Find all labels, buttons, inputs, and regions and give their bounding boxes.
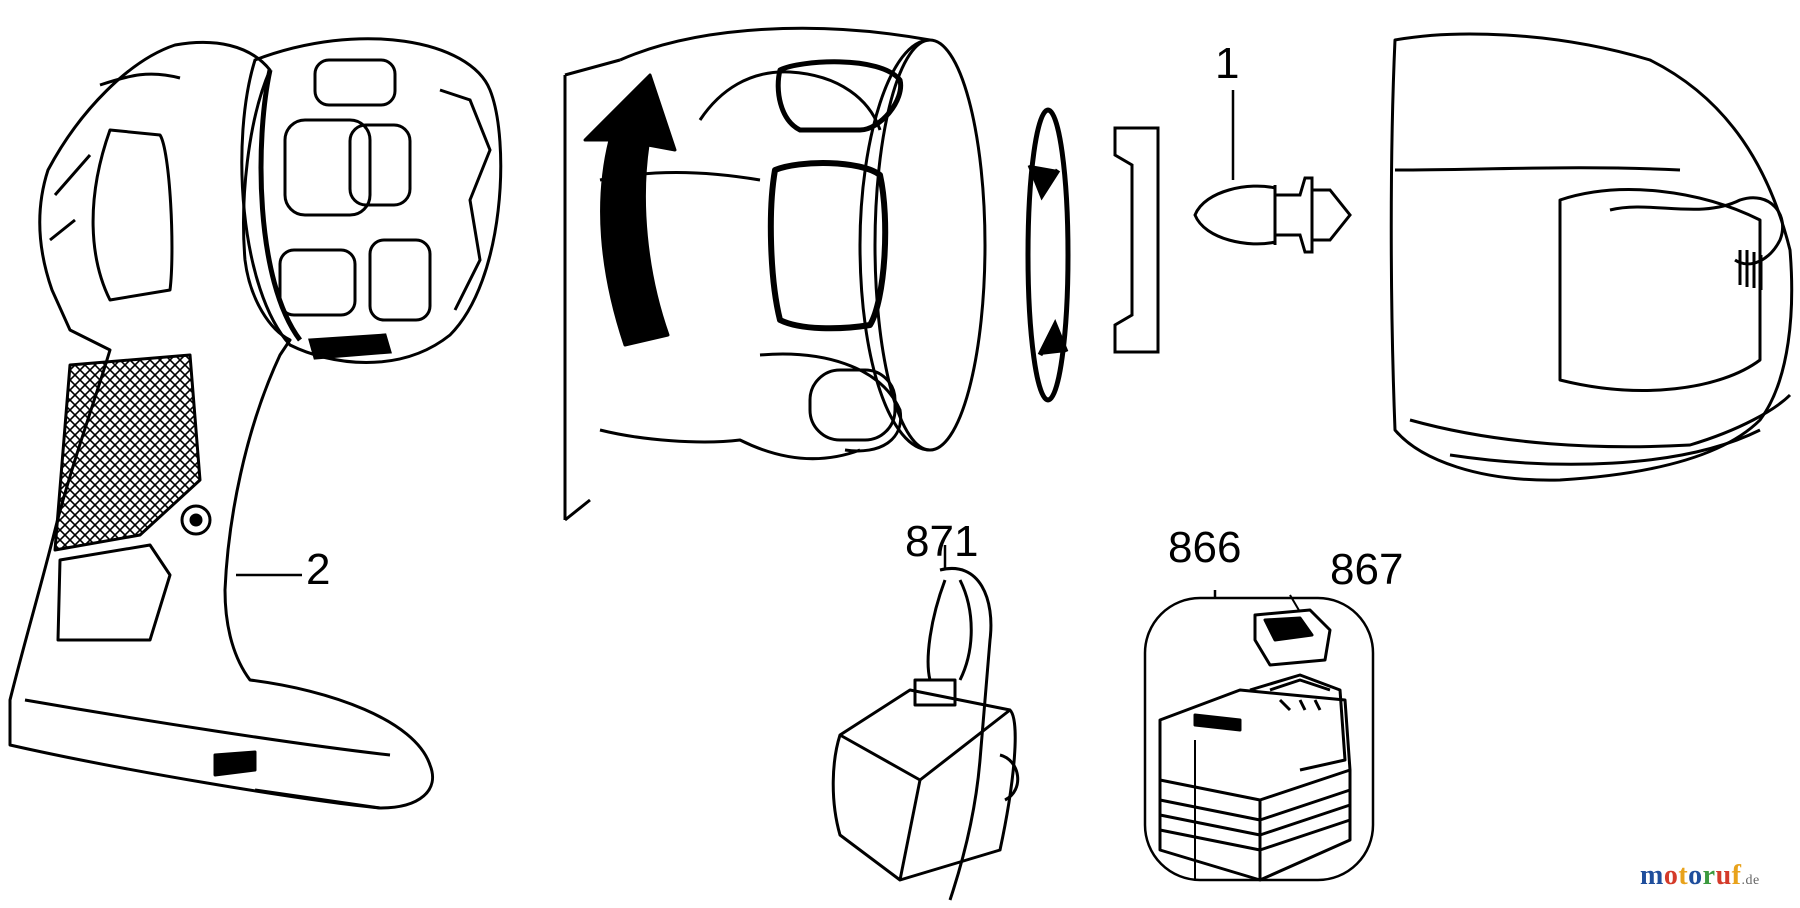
watermark-letter: t [1678, 860, 1689, 891]
flashlight-head [240, 37, 503, 364]
rotate-arrows-icon [1025, 107, 1071, 403]
watermark-logo: motoruf.de [1640, 862, 1760, 890]
watermark-letter: f [1731, 860, 1742, 891]
watermark-letter: m [1640, 860, 1664, 891]
callout-871: 871 [905, 517, 979, 566]
hand-rotate-cap [563, 26, 987, 522]
watermark-letter: o [1663, 860, 1679, 891]
callout-1: 1 [1215, 39, 1240, 88]
flashlight-body [8, 40, 434, 810]
watermark-letter: o [1688, 860, 1703, 891]
watermark-letter: u [1715, 860, 1732, 891]
callout-866: 866 [1168, 523, 1242, 572]
bulb-part [1193, 90, 1352, 254]
head-shell [1389, 32, 1794, 482]
callout-2: 2 [306, 545, 331, 594]
battery-pack-part [1143, 590, 1375, 882]
lens-retainer [1113, 126, 1160, 354]
charger-part [831, 545, 1020, 901]
contact-part [1253, 594, 1332, 667]
watermark-suffix: .de [1741, 873, 1760, 888]
callout-867: 867 [1330, 545, 1404, 594]
watermark-letter: r [1702, 860, 1716, 891]
